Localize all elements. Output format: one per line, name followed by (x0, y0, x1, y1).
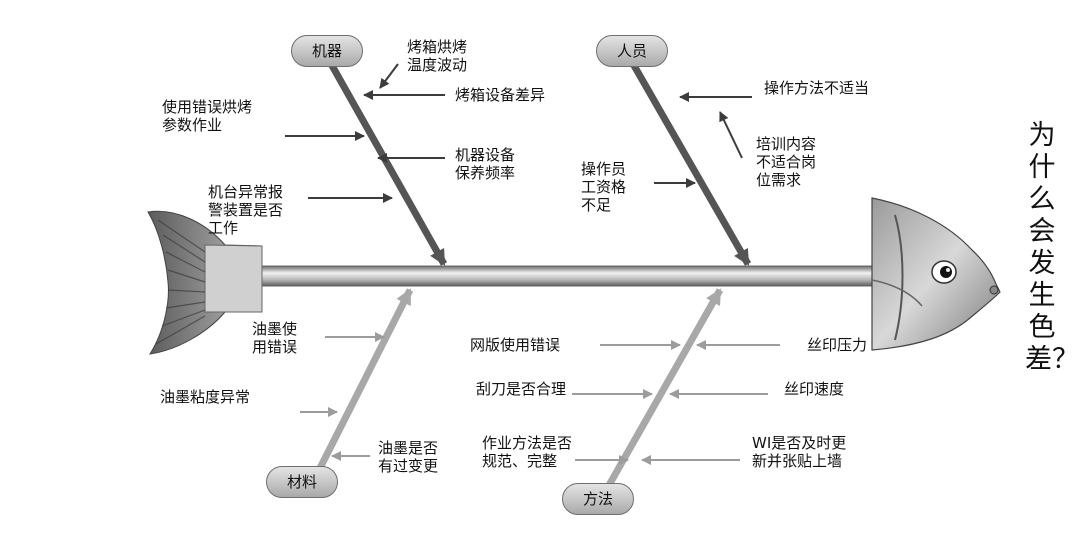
bone-machine (326, 60, 448, 266)
cause-print-pressure: 丝印压力 (807, 336, 868, 354)
cause-maint-freq: 机器设备 保养频率 (455, 146, 516, 182)
bone-material (311, 288, 414, 480)
cause-training: 培训内容 不适合岗 位需求 (756, 135, 817, 189)
fish-tail (147, 210, 263, 355)
cause-print-speed: 丝印速度 (784, 380, 845, 398)
category-machine: 机器 (291, 35, 363, 67)
effect-question: 为什么会发生色差？ (1025, 120, 1079, 375)
fish-head (871, 197, 1001, 351)
cause-operator-qual: 操作员 工资格 不足 (581, 160, 627, 214)
cause-oven-diff: 烤箱设备差异 (455, 86, 546, 104)
category-material: 材料 (266, 466, 338, 498)
cause-alarm: 机台异常报 警装置是否 工作 (208, 183, 284, 237)
arrow-oven-temp (379, 63, 399, 89)
bone-people (628, 60, 752, 266)
cause-wi-update: WI是否及时更 新并张贴上墙 (752, 434, 847, 470)
cause-ink-wrong: 油墨使 用错误 (252, 320, 298, 356)
cause-wrong-params: 使用错误烘烤 参数作业 (162, 98, 253, 134)
bone-method (600, 288, 724, 496)
cause-op-unsuitable: 操作方法不适当 (764, 79, 870, 97)
cause-ink-change: 油墨是否 有过变更 (378, 439, 439, 475)
cause-squeegee: 刮刀是否合理 (476, 380, 567, 398)
cause-ink-viscosity: 油墨粘度异常 (160, 388, 251, 406)
fish-spine (261, 265, 875, 287)
category-method: 方法 (562, 483, 634, 515)
arrow-training (719, 111, 743, 159)
cause-oven-temp: 烤箱烘烤 温度波动 (407, 38, 468, 74)
category-people: 人员 (596, 35, 668, 67)
cause-screen-wrong: 网版使用错误 (470, 336, 561, 354)
cause-method-standard: 作业方法是否 规范、完整 (482, 434, 573, 470)
